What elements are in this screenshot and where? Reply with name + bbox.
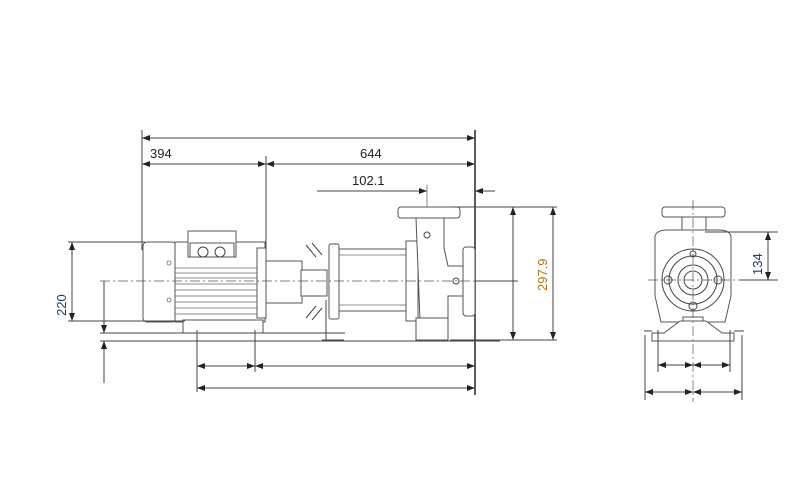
dim-134-label: 134 bbox=[750, 253, 765, 275]
dim-220-label: 220 bbox=[54, 294, 69, 316]
dim-102-label: 102.1 bbox=[352, 173, 385, 188]
front-view: 134 bbox=[644, 200, 778, 402]
pump-housing bbox=[338, 206, 476, 341]
dim-644-label: 644 bbox=[360, 146, 382, 161]
motor bbox=[142, 230, 267, 334]
side-view: 394 644 102.1 bbox=[54, 130, 557, 395]
dim-297-label: 297.9 bbox=[535, 258, 550, 291]
coupling bbox=[265, 242, 344, 341]
dim-394-label: 394 bbox=[150, 146, 172, 161]
